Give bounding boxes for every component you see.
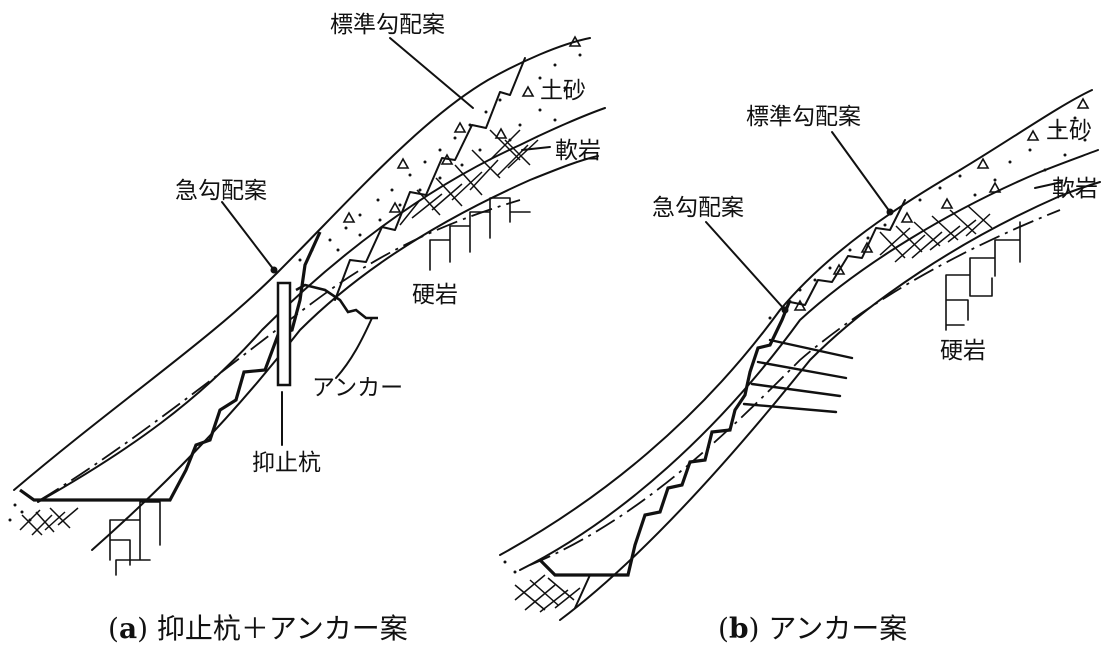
panel-a-hard-rock-steps-right bbox=[429, 197, 531, 271]
panel-b-slip-surface bbox=[529, 209, 1061, 566]
panel-b-standard-cut bbox=[789, 199, 906, 306]
panel-b-label-soil: 土砂 bbox=[1046, 118, 1092, 144]
restraint-pile[interactable] bbox=[276, 281, 292, 387]
panel-b-label-standard-slope: 標準勾配案 bbox=[746, 104, 861, 130]
panel-a-soil-dots bbox=[8, 53, 582, 522]
panel-a-leader-soft-rock bbox=[521, 146, 551, 151]
panel-a-standard-cut bbox=[334, 57, 526, 301]
panel-b-caption: (b) アンカー案 bbox=[718, 612, 907, 645]
panel-b-leader-soft-rock bbox=[1034, 181, 1063, 189]
panel-a-label-hard-rock: 硬岩 bbox=[412, 282, 458, 308]
panel-a-steep-marker bbox=[270, 266, 278, 274]
panel-b-soil-triangles bbox=[793, 97, 1090, 311]
panel-a-label-anchor: アンカー bbox=[312, 375, 403, 401]
panel-b: 標準勾配案 急勾配案 土砂 軟岩 硬岩 (b) アンカー案 bbox=[499, 89, 1101, 645]
panel-b-leader-steep bbox=[705, 221, 786, 311]
panel-a-soil-boundary bbox=[37, 107, 606, 503]
panel-b-steep-cut[interactable] bbox=[538, 299, 792, 577]
panel-a-leader-steep bbox=[221, 201, 275, 271]
panel-b-ground-surface bbox=[499, 89, 1093, 556]
panel-a-label-steep-slope: 急勾配案 bbox=[175, 178, 267, 204]
panel-b-toe-line bbox=[574, 574, 591, 609]
panel-b-leader-standard bbox=[831, 131, 891, 213]
panel-a-soil-triangles bbox=[342, 35, 582, 223]
panel-b-soil-dots bbox=[503, 116, 1087, 574]
panel-a-label-restraint-pile: 抑止杭 bbox=[252, 450, 321, 476]
panel-a-label-soil: 土砂 bbox=[540, 78, 586, 104]
panel-a-anchor[interactable] bbox=[295, 283, 378, 320]
panel-a-ground-surface bbox=[13, 37, 591, 491]
panel-b-label-steep-slope: 急勾配案 bbox=[652, 195, 744, 221]
panel-b-anchors[interactable] bbox=[742, 338, 854, 414]
panel-b-label-soft-rock: 軟岩 bbox=[1052, 176, 1098, 202]
panel-a-soft-rock-boundary bbox=[91, 155, 599, 551]
panel-b-soft-rock-hatch bbox=[879, 205, 993, 263]
panel-a-leader-standard bbox=[389, 37, 474, 109]
panel-a-soft-rock-hatch bbox=[399, 129, 539, 226]
panel-a-leader-anchor bbox=[335, 317, 373, 379]
panel-a-hard-rock-steps-lower bbox=[109, 501, 161, 576]
panel-a-caption: (a) 抑止杭＋アンカー案 bbox=[108, 612, 408, 645]
panel-b-toe-hatch bbox=[514, 574, 581, 613]
panel-a-slip-surface bbox=[39, 199, 521, 501]
panel-b-hard-rock-steps bbox=[945, 221, 1021, 331]
panel-a-steep-cut[interactable] bbox=[19, 231, 322, 502]
panel-a-label-standard-slope: 標準勾配案 bbox=[330, 12, 445, 38]
panel-b-soft-rock-boundary bbox=[559, 181, 1101, 621]
panel-a: 標準勾配案 急勾配案 土砂 軟岩 硬岩 アンカー 抑止杭 (a) 抑止杭＋アンカ… bbox=[8, 12, 606, 645]
panel-b-standard-marker bbox=[886, 208, 894, 216]
panel-b-steep-marker bbox=[781, 306, 789, 314]
panel-b-label-hard-rock: 硬岩 bbox=[940, 338, 986, 364]
panel-a-label-soft-rock: 軟岩 bbox=[555, 138, 601, 164]
panel-a-toe-hatch bbox=[19, 507, 79, 536]
